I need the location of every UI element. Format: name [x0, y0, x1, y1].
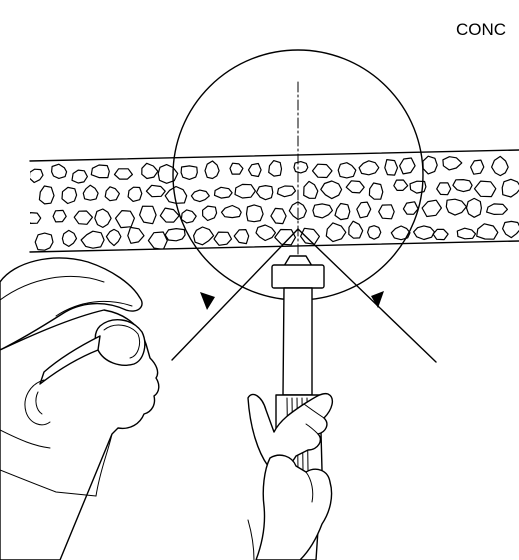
aggregate-stone — [116, 211, 135, 228]
drill-shaft — [283, 288, 312, 395]
aggregate-stone — [83, 185, 98, 200]
aggregate-stone — [257, 186, 273, 200]
aggregate-stone — [256, 225, 275, 241]
aggregate-stone — [148, 232, 167, 250]
aggregate-stone — [475, 181, 496, 197]
aggregate-stone — [62, 187, 77, 203]
aggregate-stone — [203, 206, 217, 220]
aggregate-stone — [433, 229, 448, 239]
aggregate-stone — [385, 160, 398, 176]
aggregate-stones — [26, 156, 519, 250]
aggregate-stone — [414, 226, 435, 240]
sleeve-line — [248, 520, 254, 560]
aggregate-stone — [158, 165, 178, 184]
aggregate-stone — [234, 230, 249, 244]
aggregate-stone — [471, 160, 484, 174]
aggregate-stone — [222, 206, 242, 218]
concrete-label: CONC — [456, 20, 506, 39]
aggregate-stone — [72, 170, 87, 183]
aggregate-stone — [422, 200, 441, 216]
aggregate-stone — [160, 208, 179, 222]
aggregate-stone — [115, 169, 133, 179]
aggregate-stone — [326, 223, 346, 242]
aggregate-stone — [503, 221, 519, 237]
lower-hand — [256, 455, 332, 560]
aggregate-stone — [214, 232, 232, 245]
aggregate-stone — [467, 198, 482, 217]
aggregate-stone — [205, 161, 219, 179]
aggregate-stone — [81, 231, 104, 248]
aggregate-stone — [142, 163, 158, 178]
aggregate-stone — [106, 229, 121, 245]
aggregate-stone — [269, 161, 282, 177]
aggregate-stone — [39, 186, 54, 204]
aggregate-stone — [165, 229, 185, 241]
aggregate-stone — [294, 162, 308, 173]
aggregate-stone — [146, 185, 165, 196]
aggregate-stone — [194, 227, 214, 245]
aggregate-stone — [277, 186, 295, 197]
aggregate-stone — [35, 233, 53, 250]
aggregate-stone — [181, 210, 196, 223]
aggregate-stone — [313, 204, 333, 218]
aggregate-stone — [191, 190, 209, 202]
aggregate-stone — [410, 181, 426, 193]
concrete-slab — [26, 150, 519, 252]
aggregate-stone — [230, 163, 243, 174]
arrow-right-icon — [371, 291, 384, 308]
angle-line-right — [298, 229, 436, 362]
worker — [0, 258, 159, 560]
arrow-left-icon — [200, 292, 215, 310]
aggregate-stone — [53, 210, 66, 222]
aggregate-stone — [403, 202, 418, 215]
aggregate-stone — [379, 205, 395, 219]
aggregate-stone — [235, 184, 255, 198]
aggregate-stone — [457, 228, 475, 239]
aggregate-stone — [437, 183, 451, 195]
aggregate-stone — [446, 199, 466, 215]
aggregate-stone — [423, 156, 437, 174]
aggregate-stone — [346, 181, 364, 193]
aggregate-stone — [91, 165, 109, 178]
aggregate-stone — [52, 164, 67, 178]
aggregate-stone — [304, 181, 318, 198]
aggregate-stone — [335, 204, 350, 220]
aggregate-stone — [443, 157, 462, 170]
aggregate-stone — [215, 187, 233, 198]
aggregate-stone — [181, 166, 197, 180]
aggregate-stone — [338, 163, 356, 178]
aggregate-stone — [247, 205, 264, 222]
drill-collar — [272, 265, 324, 288]
aggregate-stone — [368, 226, 381, 240]
aggregate-stone — [140, 206, 157, 224]
aggregate-stone — [357, 202, 371, 218]
aggregate-stone — [349, 221, 363, 238]
aggregate-stone — [128, 187, 142, 201]
aggregate-stone — [105, 187, 119, 201]
aggregate-stone — [400, 158, 416, 174]
aggregate-stone — [391, 226, 410, 240]
aggregate-stone — [271, 208, 286, 223]
aggregate-stone — [487, 204, 508, 215]
aggregate-stone — [453, 180, 472, 192]
aggregate-stone — [26, 213, 40, 224]
aggregate-stone — [62, 230, 76, 246]
aggregate-stone — [477, 224, 498, 239]
aggregate-stone — [313, 164, 333, 177]
aggregate-stone — [394, 180, 408, 190]
aggregate-stone — [321, 181, 342, 199]
aggregate-stone — [74, 211, 92, 224]
aggregate-stone — [29, 169, 43, 182]
aggregate-stone — [369, 183, 382, 199]
slab-top-edge — [30, 150, 519, 161]
aggregate-stone — [301, 228, 320, 244]
aggregate-stone — [128, 227, 144, 243]
aggregate-stone — [359, 161, 379, 175]
aggregate-stone — [249, 164, 262, 177]
aggregate-stone — [492, 156, 509, 175]
aggregate-stone — [95, 209, 111, 227]
aggregate-stone — [502, 179, 519, 197]
